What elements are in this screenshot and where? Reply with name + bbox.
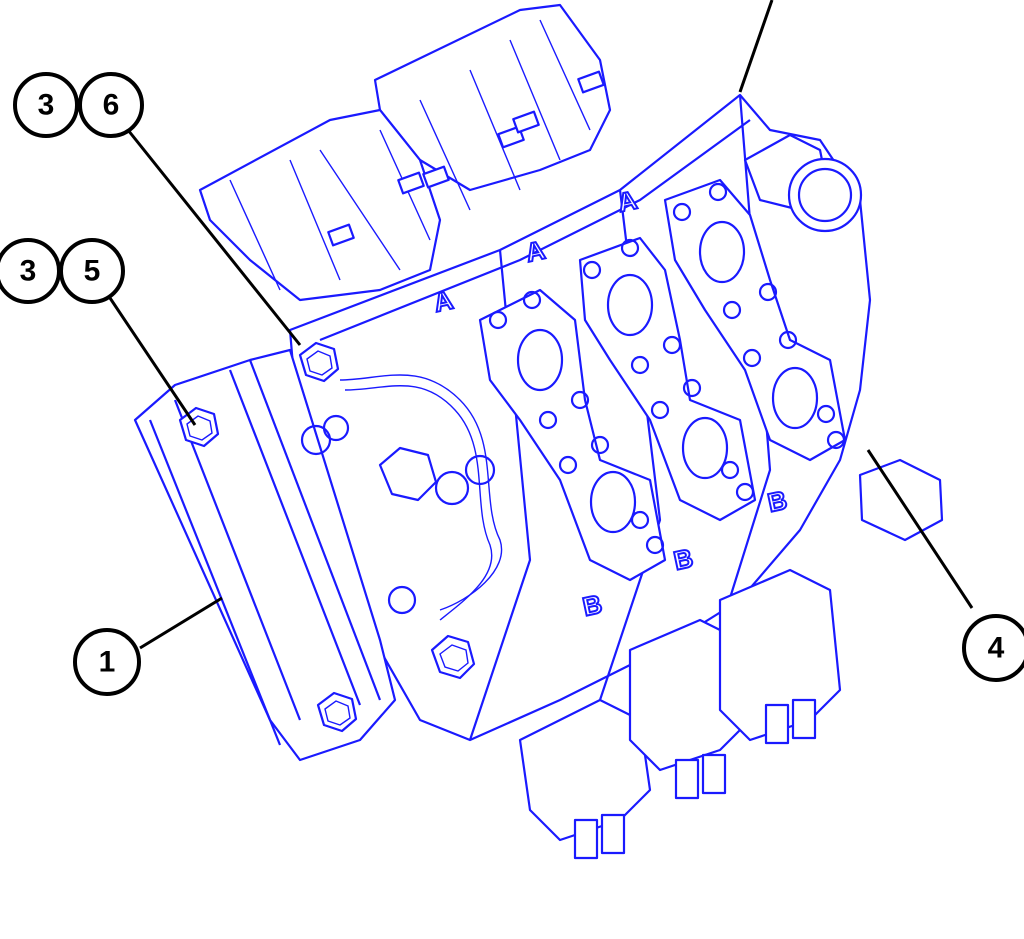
leader-line-1 bbox=[139, 596, 223, 650]
port-labels: A A A B B B bbox=[430, 184, 791, 623]
valve-assembly: A A A B B B bbox=[133, 3, 944, 860]
svg-text:5: 5 bbox=[84, 255, 101, 288]
bolt bbox=[316, 691, 358, 733]
callout-5: 5 bbox=[59, 238, 125, 304]
lower-solenoid-coils bbox=[518, 568, 842, 860]
callout-3-lower: 3 bbox=[0, 238, 61, 304]
upper-solenoid-housings bbox=[198, 3, 612, 302]
port-flange-3 bbox=[663, 178, 847, 462]
callout-6: 6 bbox=[78, 72, 144, 138]
callout-4: 4 bbox=[962, 614, 1024, 682]
svg-text:1: 1 bbox=[99, 646, 116, 679]
port-flange-1 bbox=[478, 288, 667, 582]
callout-leaders bbox=[108, 0, 974, 650]
leader-line-top bbox=[738, 0, 774, 93]
bolt bbox=[430, 634, 476, 680]
callout-bubbles: 3 6 3 5 1 4 bbox=[0, 72, 1024, 696]
leader-line-6 bbox=[126, 129, 302, 346]
center-fittings bbox=[300, 414, 496, 615]
leader-line-4 bbox=[866, 449, 974, 609]
end-plate bbox=[133, 341, 476, 762]
callout-1: 1 bbox=[73, 628, 141, 696]
svg-text:3: 3 bbox=[38, 89, 55, 122]
svg-text:3: 3 bbox=[20, 255, 37, 288]
svg-text:6: 6 bbox=[103, 89, 120, 122]
port-flange-2 bbox=[578, 236, 757, 522]
leader-line-5 bbox=[108, 297, 197, 426]
svg-text:4: 4 bbox=[988, 632, 1005, 665]
bolt bbox=[298, 341, 340, 383]
right-solenoid-connector bbox=[743, 133, 944, 542]
callout-3-upper: 3 bbox=[13, 72, 79, 138]
